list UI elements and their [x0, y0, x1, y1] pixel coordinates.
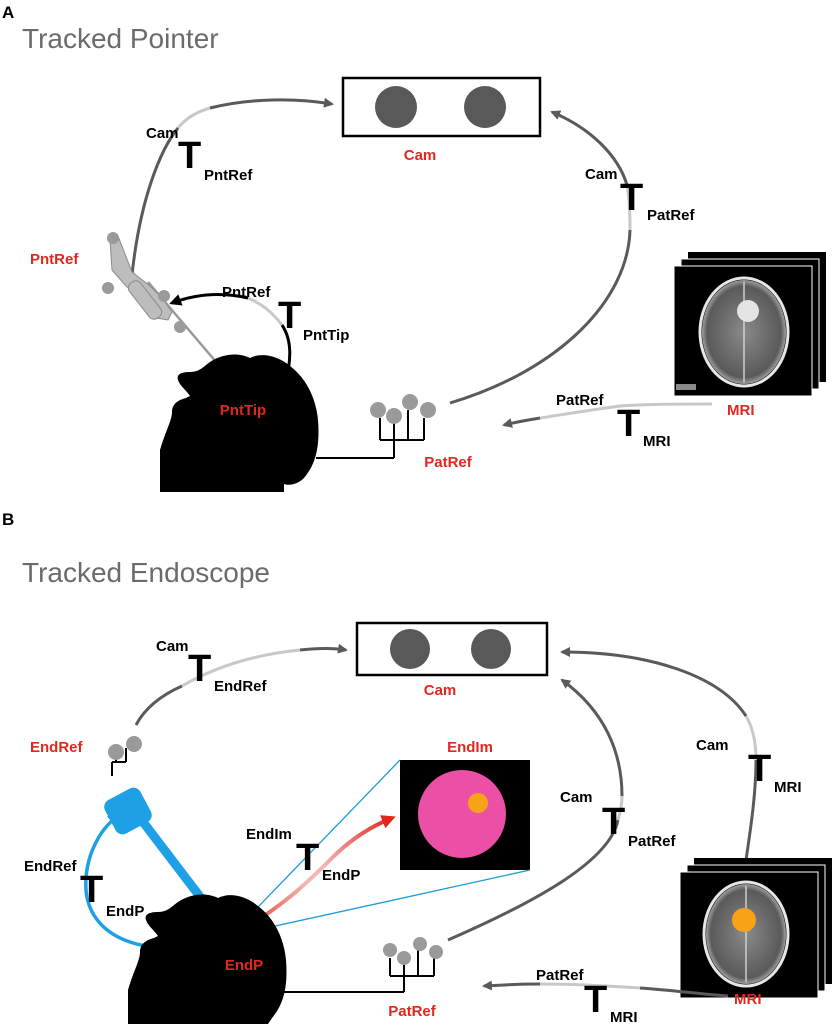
transform-cam-pntref-a: Cam T PntRef — [146, 125, 253, 184]
panel-a: A Tracked Pointer Cam Cam T PntRef Cam — [2, 3, 826, 492]
svg-text:T: T — [278, 295, 301, 337]
arrow-cam-patref-a — [449, 110, 632, 405]
svg-text:T: T — [620, 177, 643, 219]
arrow-cam-patref-b — [447, 678, 624, 942]
arrow-patref-mri-b — [482, 980, 729, 998]
transform-cam-mri: Cam T MRI — [696, 737, 802, 796]
pnttip-label: PntTip — [220, 402, 266, 419]
transform-cam-endref: Cam T EndRef — [156, 638, 268, 695]
transform-endim-endp: EndIm T EndP — [246, 826, 360, 884]
mri-label-b: MRI — [734, 991, 762, 1008]
panel-a-letter: A — [2, 3, 14, 22]
transform-pntref-pnttip: PntRef T PntTip — [222, 284, 349, 344]
pntref-label: PntRef — [30, 251, 79, 268]
svg-text:T: T — [80, 869, 103, 911]
panel-a-title: Tracked Pointer — [22, 23, 219, 54]
svg-text:T: T — [748, 748, 771, 790]
panel-b: B Tracked Endoscope Cam Cam T EndRef — [2, 510, 832, 1026]
svg-text:MRI: MRI — [643, 433, 671, 450]
svg-text:T: T — [188, 648, 211, 690]
panel-b-title: Tracked Endoscope — [22, 557, 270, 588]
arrow-cam-endref — [134, 643, 348, 726]
svg-text:PatRef: PatRef — [556, 392, 605, 409]
svg-text:Cam: Cam — [560, 789, 593, 806]
patref-label-a: PatRef — [424, 454, 473, 471]
svg-text:PatRef: PatRef — [647, 207, 696, 224]
camera-a — [341, 76, 542, 138]
svg-text:EndP: EndP — [322, 867, 360, 884]
svg-text:T: T — [602, 801, 625, 843]
arrow-patref-mri-a — [502, 402, 713, 428]
svg-text:Cam: Cam — [156, 638, 189, 655]
panel-b-letter: B — [2, 510, 14, 529]
mri-stack-a — [673, 252, 826, 397]
head-silhouette-a — [160, 354, 319, 492]
endref-label: EndRef — [30, 739, 84, 756]
cam-label-a: Cam — [404, 147, 437, 164]
arrow-cam-pntref-a — [130, 97, 334, 276]
svg-text:EndIm: EndIm — [246, 826, 292, 843]
patient-reference-b — [284, 937, 443, 993]
endoscope-reference — [108, 736, 142, 776]
svg-text:T: T — [617, 403, 640, 445]
svg-text:Cam: Cam — [146, 125, 179, 142]
svg-text:T: T — [296, 837, 319, 879]
head-silhouette-b — [128, 894, 287, 1024]
transform-patref-mri-b: PatRef T MRI — [536, 967, 638, 1026]
transform-endref-endp: EndRef T EndP — [24, 858, 144, 920]
cam-label-b: Cam — [424, 682, 457, 699]
svg-text:MRI: MRI — [774, 779, 802, 796]
svg-text:Cam: Cam — [585, 166, 618, 183]
svg-text:T: T — [178, 135, 201, 177]
svg-text:PntRef: PntRef — [204, 167, 253, 184]
endoscope-image — [400, 760, 530, 870]
camera-b — [355, 621, 549, 677]
svg-text:EndRef: EndRef — [24, 858, 78, 875]
svg-text:PatRef: PatRef — [536, 967, 585, 984]
transform-cam-patref-a: Cam T PatRef — [585, 166, 696, 224]
endp-label: EndP — [225, 957, 263, 974]
svg-text:MRI: MRI — [610, 1009, 638, 1026]
svg-text:PntRef: PntRef — [222, 284, 271, 301]
pointer-tool — [102, 232, 241, 391]
svg-text:T: T — [584, 979, 607, 1021]
mri-label-a: MRI — [727, 402, 755, 419]
svg-text:EndRef: EndRef — [214, 678, 268, 695]
transform-patref-mri-a: PatRef T MRI — [556, 392, 671, 450]
svg-text:PntTip: PntTip — [303, 327, 349, 344]
arrow-cam-mri — [560, 647, 758, 861]
endim-label: EndIm — [447, 739, 493, 756]
patref-label-b: PatRef — [388, 1003, 437, 1020]
patient-reference-a — [316, 394, 436, 459]
transform-cam-patref-b: Cam T PatRef — [560, 789, 677, 850]
svg-text:EndP: EndP — [106, 903, 144, 920]
svg-text:Cam: Cam — [696, 737, 729, 754]
svg-text:PatRef: PatRef — [628, 833, 677, 850]
mri-stack-b — [679, 858, 832, 999]
